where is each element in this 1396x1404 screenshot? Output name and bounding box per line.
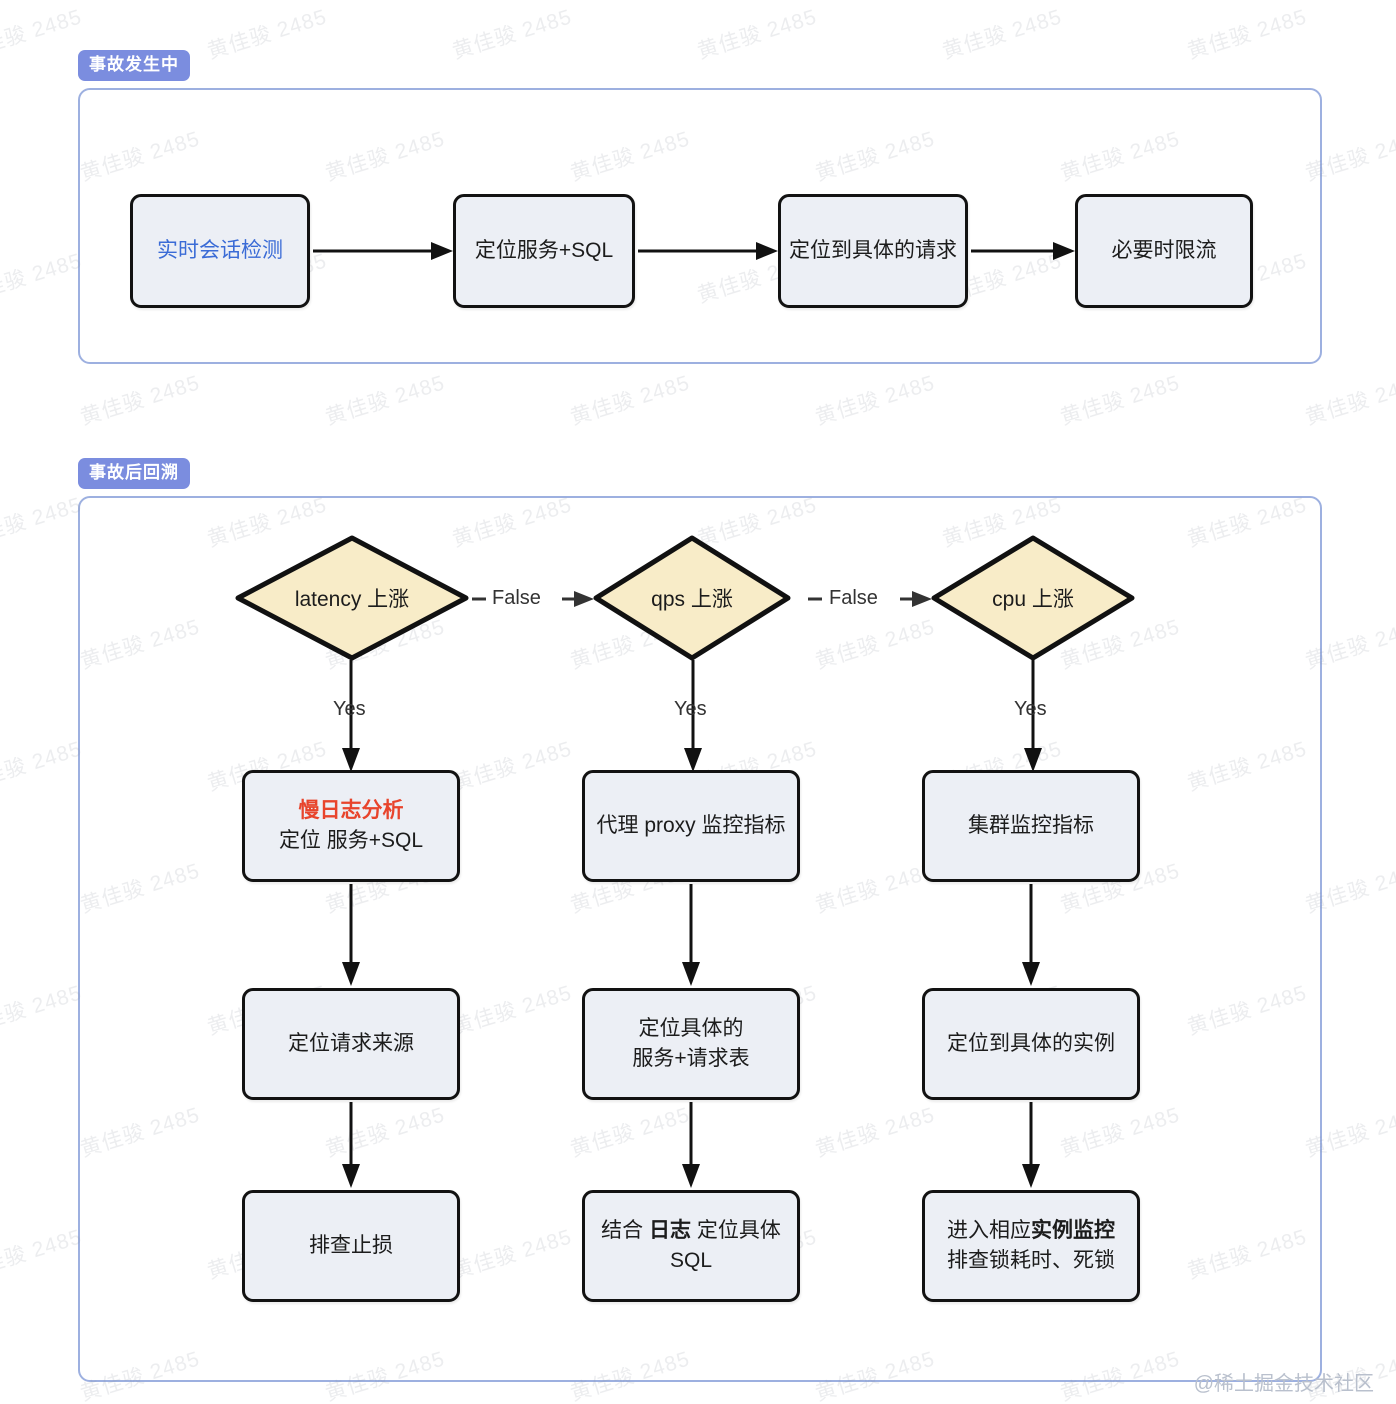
yes-label-cpu: Yes — [1014, 698, 1047, 720]
arrow-c2s2-to-c2s3 — [680, 1102, 702, 1188]
footer-credit-watermark: @稀土掘金技术社区 — [1193, 1373, 1374, 1395]
arrow-n1-to-n2 — [313, 238, 453, 264]
node-label: 定位请求来源 — [288, 1032, 414, 1056]
watermark-text: 黄佳骏 2485 — [0, 493, 85, 552]
node-label-secondary: SQL — [669, 1249, 713, 1272]
watermark-text: 黄佳骏 2485 — [204, 5, 330, 64]
node-locate-service-request-table[interactable]: 定位具体的 服务+请求表 — [582, 988, 800, 1100]
node-label-primary: 慢日志分析 — [298, 799, 404, 823]
arrow-c3s2-to-c3s3 — [1020, 1102, 1042, 1188]
arrow-d1-yes — [340, 660, 362, 772]
watermark-text: 黄佳骏 2485 — [0, 1225, 85, 1284]
watermark-text: 黄佳骏 2485 — [939, 5, 1065, 64]
arrow-c2s1-to-c2s2 — [680, 884, 702, 986]
watermark-text: 黄佳骏 2485 — [0, 249, 85, 308]
node-realtime-session-detection[interactable]: 实时会话检测 — [130, 194, 310, 308]
arrow-c1s1-to-c1s2 — [340, 884, 362, 986]
node-label: 集群监控指标 — [968, 814, 1094, 838]
watermark-text: 黄佳骏 2485 — [1184, 5, 1310, 64]
node-proxy-monitor-metrics[interactable]: 代理 proxy 监控指标 — [582, 770, 800, 882]
node-label: 必要时限流 — [1111, 239, 1217, 263]
node-label: 排查止损 — [309, 1234, 393, 1258]
node-enter-instance-monitor[interactable]: 进入相应实例监控 排查锁耗时、死锁 — [922, 1190, 1140, 1302]
node-rate-limit-if-needed[interactable]: 必要时限流 — [1075, 194, 1253, 308]
connector-d2-to-d3 — [806, 586, 932, 612]
watermark-text: 黄佳骏 2485 — [77, 371, 203, 430]
arrow-c3s1-to-c3s2 — [1020, 884, 1042, 986]
node-label-secondary: 服务+请求表 — [632, 1047, 750, 1070]
section-tag-during-incident: 事故发生中 — [78, 50, 190, 81]
node-label-primary: 定位具体的 — [638, 1017, 744, 1041]
node-locate-service-sql[interactable]: 定位服务+SQL — [453, 194, 635, 308]
connector-label-false-1: False — [492, 587, 541, 609]
node-label-secondary: 定位 服务+SQL — [278, 829, 424, 852]
watermark-text: 黄佳骏 2485 — [0, 981, 85, 1040]
node-label: 定位到具体的实例 — [947, 1032, 1115, 1056]
node-label: 定位服务+SQL — [474, 239, 614, 263]
node-locate-specific-instance[interactable]: 定位到具体的实例 — [922, 988, 1140, 1100]
node-combine-logs-locate-sql[interactable]: 结合 日志 定位具体 SQL — [582, 1190, 800, 1302]
section-tag-after-incident: 事故后回溯 — [78, 458, 190, 489]
node-troubleshoot-stop-loss[interactable]: 排查止损 — [242, 1190, 460, 1302]
watermark-text: 黄佳骏 2485 — [449, 5, 575, 64]
watermark-text: 黄佳骏 2485 — [322, 371, 448, 430]
watermark-text: 黄佳骏 2485 — [812, 371, 938, 430]
decision-cpu-rise[interactable]: cpu 上涨 — [930, 534, 1136, 662]
node-label-primary: 结合 日志 定位具体 — [601, 1219, 781, 1243]
arrow-n2-to-n3 — [638, 238, 778, 264]
watermark-text: 黄佳骏 2485 — [1057, 371, 1183, 430]
decision-qps-rise[interactable]: qps 上涨 — [592, 534, 792, 662]
decision-latency-rise[interactable]: latency 上涨 — [234, 534, 470, 662]
node-label: 实时会话检测 — [157, 239, 283, 263]
node-locate-specific-request[interactable]: 定位到具体的请求 — [778, 194, 968, 308]
node-label-secondary: 排查锁耗时、死锁 — [947, 1249, 1115, 1272]
arrow-c1s2-to-c1s3 — [340, 1102, 362, 1188]
connector-label-false-2: False — [829, 587, 878, 609]
node-cluster-monitor-metrics[interactable]: 集群监控指标 — [922, 770, 1140, 882]
node-slow-log-analysis[interactable]: 慢日志分析 定位 服务+SQL — [242, 770, 460, 882]
watermark-text: 黄佳骏 2485 — [0, 5, 85, 64]
node-label-primary: 进入相应实例监控 — [947, 1219, 1115, 1243]
node-locate-request-source[interactable]: 定位请求来源 — [242, 988, 460, 1100]
node-label: 代理 proxy 监控指标 — [596, 814, 786, 838]
watermark-text: 黄佳骏 2485 — [694, 5, 820, 64]
arrow-n3-to-n4 — [971, 238, 1075, 264]
arrow-d3-yes — [1022, 660, 1044, 772]
watermark-text: 黄佳骏 2485 — [1302, 371, 1396, 430]
arrow-d2-yes — [682, 660, 704, 772]
watermark-text: 黄佳骏 2485 — [567, 371, 693, 430]
yes-label-qps: Yes — [674, 698, 707, 720]
watermark-text: 黄佳骏 2485 — [0, 737, 85, 796]
connector-d1-to-d2 — [470, 586, 594, 612]
yes-label-latency: Yes — [333, 698, 366, 720]
node-label: 定位到具体的请求 — [789, 239, 957, 263]
